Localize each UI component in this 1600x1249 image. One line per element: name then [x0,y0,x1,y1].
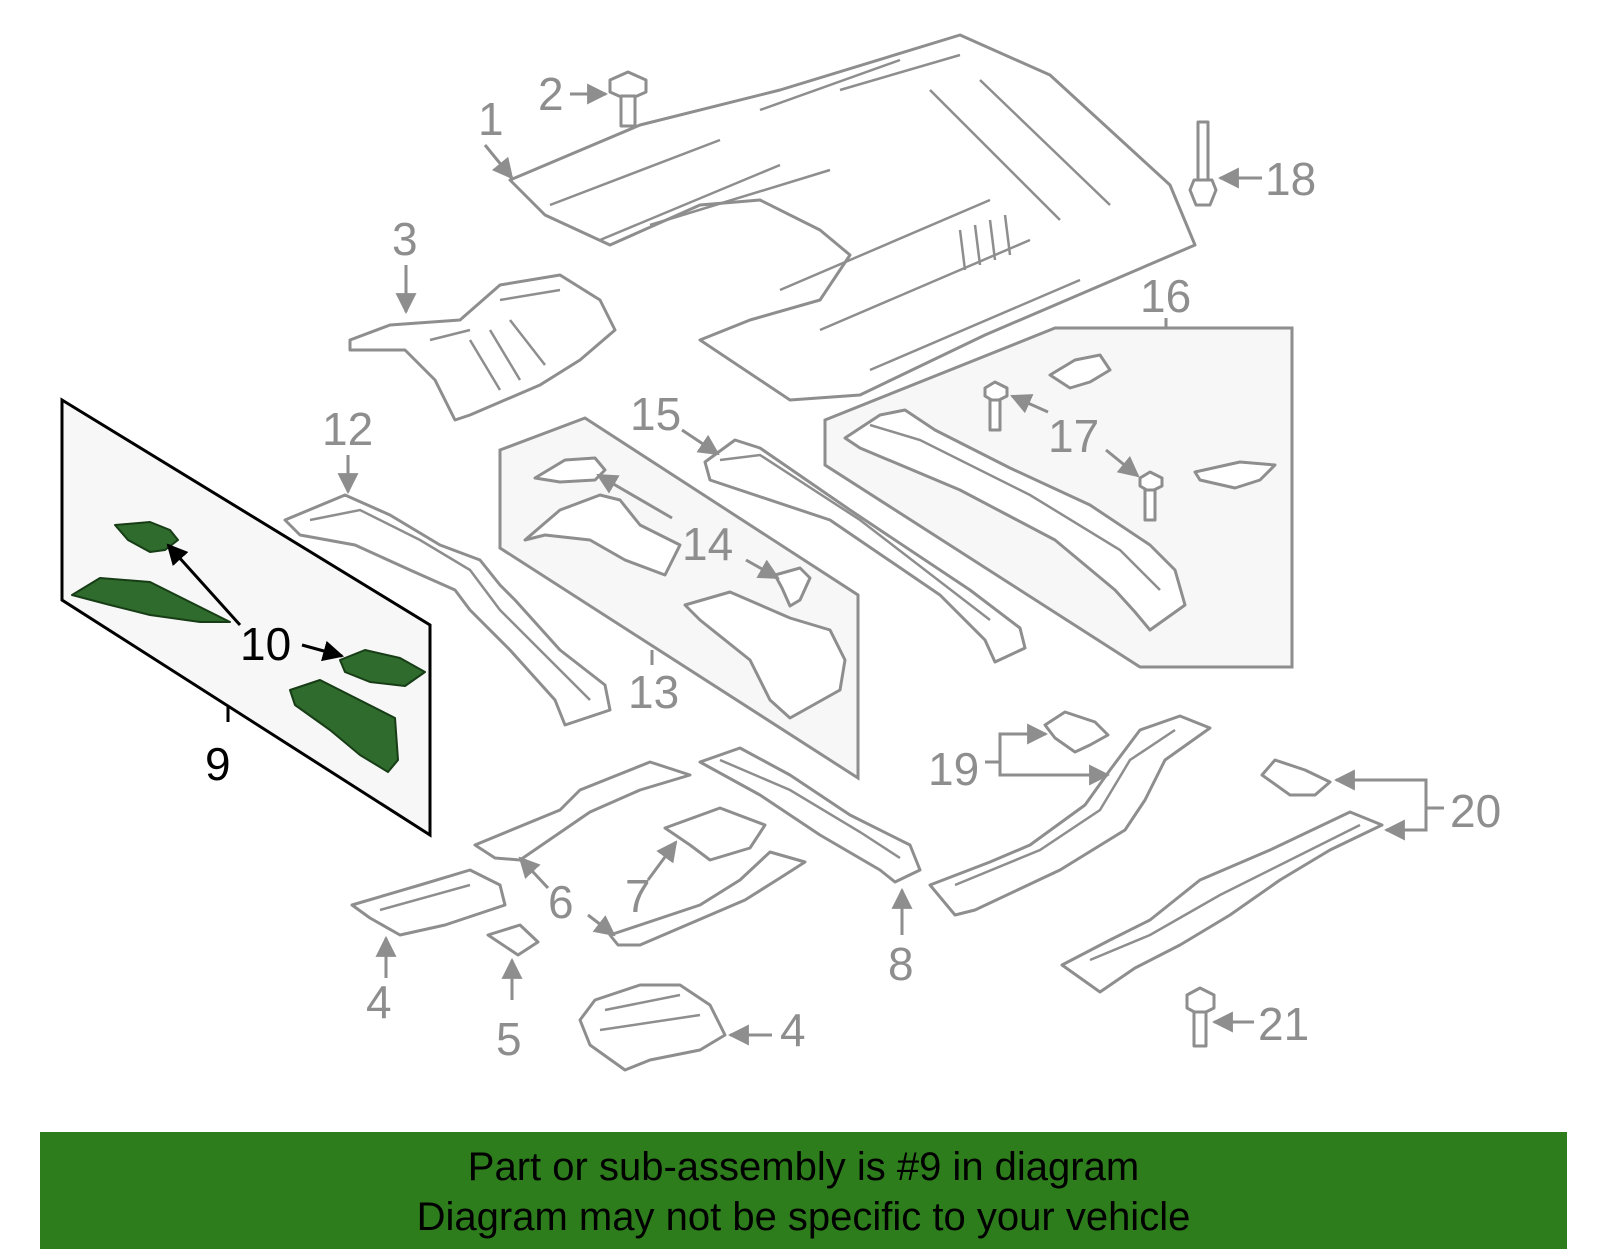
callout-14[interactable]: 14 [596,473,780,580]
part-20-rail[interactable] [1060,810,1384,994]
callout-7[interactable]: 7 [625,840,678,922]
part-9-rail-left[interactable] [71,577,231,623]
callout-21-label: 21 [1258,998,1309,1050]
part-9-rail-right[interactable] [289,679,399,773]
callout-3-label: 3 [392,213,418,265]
callout-12[interactable]: 12 [322,403,373,495]
part-3-front-floor-section[interactable] [348,273,617,422]
part-7-plate[interactable] [663,806,767,862]
callout-3[interactable]: 3 [392,213,418,315]
part-4-bracket-bottom[interactable] [578,983,727,1072]
callout-2-label: 2 [538,68,564,120]
callout-2[interactable]: 2 [538,68,609,120]
callout-17[interactable]: 17 [1010,394,1140,478]
part-16-plate[interactable] [1193,460,1277,490]
callout-14-leader-b [745,558,780,580]
part-2-bolt[interactable] [608,70,648,128]
part-12-rail[interactable] [283,493,612,727]
callout-13-label: 13 [628,666,679,718]
callout-6-leader-a [518,856,550,890]
part-14-cup[interactable] [773,566,812,608]
callout-15-leader [681,428,720,456]
part-13-assembly-box[interactable] [498,416,860,781]
callout-8[interactable]: 8 [888,887,914,990]
part-16-bracket-small[interactable] [1048,353,1112,390]
callout-4b-label: 4 [780,1004,806,1056]
callout-10-leader-b [301,640,345,662]
part-6-rail-lower[interactable] [608,850,807,947]
callout-18[interactable]: 18 [1217,153,1316,205]
part-10-bracket-b[interactable] [339,649,426,687]
part-13-rail[interactable] [683,590,847,720]
callout-12-label: 12 [322,403,373,455]
callout-4-bottom[interactable]: 4 [727,1004,806,1056]
callout-5-label: 5 [496,1013,522,1065]
callout-19-label: 19 [928,743,979,795]
callout-6-label: 6 [548,876,574,928]
callout-10[interactable]: 10 [166,543,345,670]
callout-20-label: 20 [1450,785,1501,837]
callout-10-leader-a [166,543,242,627]
callout-16-label: 16 [1140,270,1191,322]
part-18-stud[interactable] [1188,120,1218,207]
callout-5[interactable]: 5 [496,957,523,1065]
part-20-bracket[interactable] [1260,758,1332,797]
notice-line-1: Part or sub-assembly is #9 in diagram [467,1145,1140,1189]
callout-8-label: 8 [888,938,914,990]
callout-18-label: 18 [1265,153,1316,205]
callout-15[interactable]: 15 [630,388,720,456]
callout-13[interactable]: 13 [628,650,679,718]
notice-banner: Part or sub-assembly is #9 in diagram Di… [40,1132,1567,1249]
part-17-bolt-b[interactable] [1138,470,1164,522]
callout-1[interactable]: 1 [478,93,514,180]
callout-6-leader-b [587,913,616,937]
callout-17-label: 17 [1048,410,1099,462]
part-17-bolt-a[interactable] [983,380,1009,432]
callout-10-label: 10 [240,618,291,670]
part-21-bolt[interactable] [1185,986,1216,1048]
part-6-rail-upper[interactable] [473,760,692,862]
callout-4-left[interactable]: 4 [366,935,397,1028]
callout-19-bracket [985,732,1106,777]
part-19-rail[interactable] [928,714,1212,917]
callout-7-label: 7 [625,870,651,922]
callout-1-leader [483,144,514,180]
callout-9[interactable]: 9 [205,705,231,790]
callout-6[interactable]: 6 [518,856,616,937]
callout-17-leader-a [1010,394,1049,414]
callout-15-label: 15 [630,388,681,440]
part-5-gusset[interactable] [486,923,540,957]
part-1-floor-pan[interactable] [508,33,1197,402]
callout-4a-label: 4 [366,976,392,1028]
callout-16[interactable]: 16 [1140,270,1191,328]
part-14-bracket[interactable] [523,493,682,577]
part-4-bracket-left[interactable] [350,868,507,937]
callout-14-label: 14 [682,518,733,570]
part-14-cap[interactable] [533,456,607,484]
part-16-assembly-box[interactable] [823,326,1294,669]
callout-14-leader-a [596,473,673,520]
callout-9-label: 9 [205,738,231,790]
callout-20[interactable]: 20 [1333,769,1501,841]
part-15-crossmember[interactable] [703,438,1027,664]
notice-line-2: Diagram may not be specific to your vehi… [416,1195,1191,1239]
part-8-crossmember[interactable] [698,746,922,884]
callout-17-leader-b [1105,448,1140,478]
part-16-rail[interactable] [843,408,1187,632]
callout-7-leader [646,840,678,881]
callout-19[interactable]: 19 [928,723,1111,795]
part-19-bracket[interactable] [1043,710,1110,754]
callout-21[interactable]: 21 [1211,998,1309,1050]
callout-1-label: 1 [478,93,504,145]
